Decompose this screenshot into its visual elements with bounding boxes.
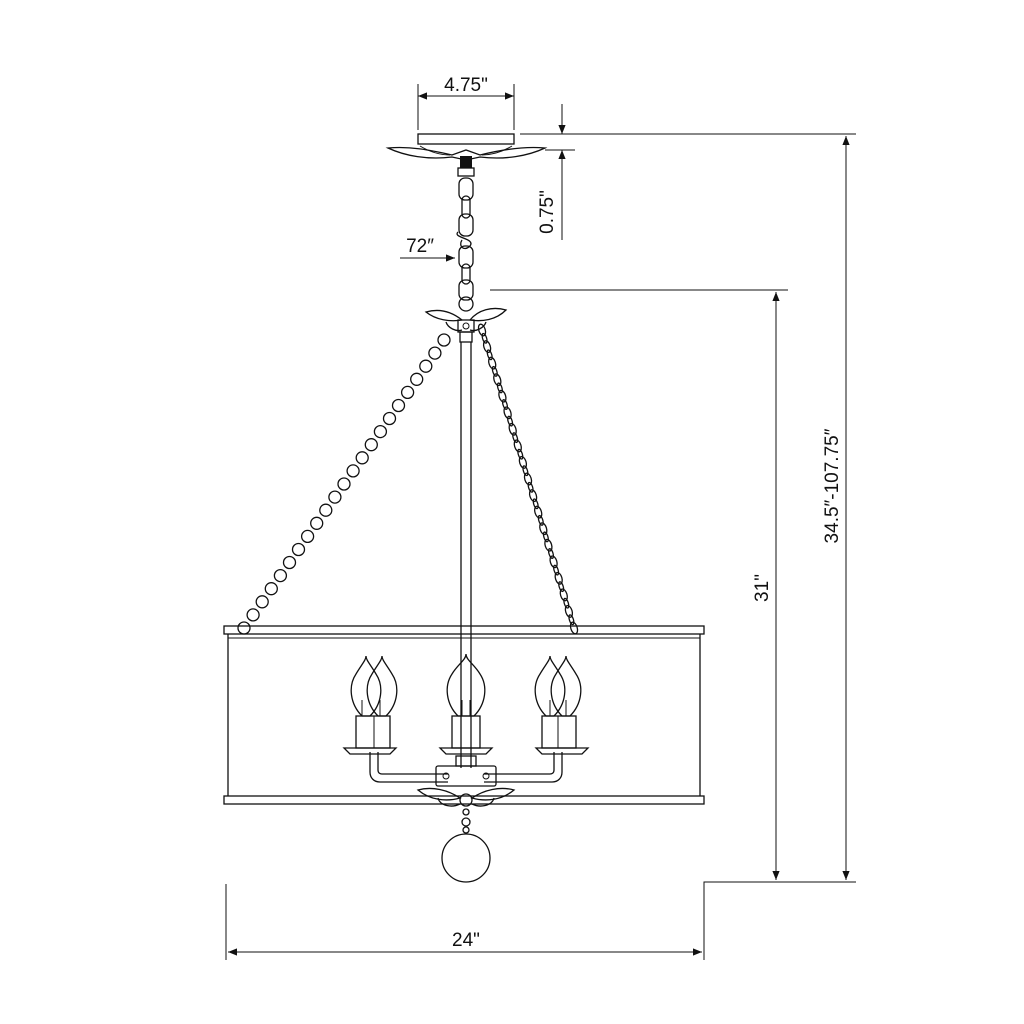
- left-chain-link: [428, 346, 442, 360]
- left-chain-link: [264, 582, 278, 596]
- left-chain-link: [437, 333, 451, 347]
- dim-fixture-height: 31": [752, 292, 780, 880]
- candle-left: [342, 655, 398, 755]
- left-chain-link: [237, 621, 251, 635]
- right-chain-link: [523, 472, 533, 486]
- left-chain-link: [355, 451, 369, 465]
- fixture-height-label: 31": [752, 574, 773, 602]
- right-chain-link: [496, 382, 503, 394]
- canopy: [385, 133, 548, 177]
- dim-canopy-height: 0.75": [537, 104, 566, 240]
- right-chain-link: [559, 588, 568, 602]
- left-chain-link: [391, 398, 406, 413]
- dim-canopy-width: 4.75": [418, 75, 514, 100]
- right-chain-link: [491, 365, 498, 377]
- dim-chain-length: 72″: [400, 236, 455, 262]
- right-chain-link: [539, 522, 548, 536]
- left-chain-link: [346, 464, 360, 478]
- center-stem: [460, 342, 472, 768]
- canopy-width-label: 4.75": [444, 75, 488, 96]
- right-chain-link: [513, 439, 522, 453]
- right-chain-link: [507, 415, 514, 427]
- right-chain-link: [493, 373, 502, 387]
- right-chain-link: [547, 548, 555, 559]
- left-chain-link: [310, 516, 324, 530]
- left-chain-link: [255, 595, 269, 609]
- left-chain-link: [246, 608, 260, 622]
- canopy-socket: [460, 156, 472, 168]
- right-chain-link: [554, 571, 563, 585]
- overall-height-label: 34.5″-107.75″: [822, 428, 843, 543]
- right-chain-link: [486, 349, 493, 361]
- drum-shade: [223, 625, 705, 805]
- right-chain-link: [563, 597, 570, 609]
- left-chain-link: [419, 359, 433, 373]
- right-chain-link: [488, 356, 497, 370]
- candle-right: [534, 655, 590, 755]
- right-chain-link: [558, 581, 565, 593]
- right-chain-link: [512, 432, 519, 444]
- right-chain-link: [498, 389, 507, 403]
- right-chain-link: [527, 481, 534, 493]
- chain-length-label: 72″: [406, 236, 434, 257]
- top-hub: [424, 307, 508, 343]
- right-chain-link: [482, 340, 492, 354]
- right-side-chain: [477, 323, 579, 635]
- left-chain-link: [382, 411, 397, 426]
- left-chain-link: [300, 529, 315, 544]
- right-chain-link: [549, 555, 558, 569]
- right-chain-link: [503, 406, 512, 420]
- leader-lines: [225, 84, 856, 960]
- right-chain-link: [544, 538, 553, 552]
- right-chain-link: [532, 498, 539, 510]
- left-chain-link: [410, 372, 424, 386]
- right-chain-link: [501, 399, 509, 410]
- candle-center: [438, 653, 494, 755]
- right-chain-link: [522, 465, 529, 477]
- bottom-finial: [416, 787, 516, 883]
- right-chain-link: [517, 448, 524, 460]
- right-chain-link: [528, 489, 538, 503]
- right-chain-link: [537, 514, 544, 526]
- right-chain-link: [542, 531, 549, 543]
- right-chain-link: [553, 564, 560, 576]
- dim-overall-height: 34.5″-107.75″: [822, 136, 850, 880]
- canopy-height-label: 0.75": [537, 190, 558, 234]
- left-chain-link: [364, 438, 378, 452]
- left-chain-link: [273, 568, 288, 583]
- left-chain-link: [282, 555, 297, 570]
- right-chain-link: [508, 422, 517, 436]
- left-side-chain: [237, 333, 451, 635]
- suspension-chain: [456, 177, 474, 312]
- right-chain-link: [564, 604, 574, 618]
- right-chain-link: [534, 505, 543, 519]
- left-chain-link: [337, 477, 351, 491]
- candle-arms: [369, 752, 563, 787]
- right-chain-link: [568, 614, 575, 626]
- left-chain-link: [373, 424, 388, 439]
- right-chain-link: [481, 332, 488, 344]
- left-chain-link: [291, 542, 306, 557]
- left-chain-link: [319, 503, 333, 517]
- right-chain-link: [518, 455, 528, 469]
- left-chain-link: [400, 385, 415, 400]
- fixture-width-label: 24": [452, 930, 480, 951]
- right-chain-link: [477, 323, 487, 337]
- dim-fixture-width: 24": [228, 930, 702, 956]
- left-chain-link: [328, 490, 342, 504]
